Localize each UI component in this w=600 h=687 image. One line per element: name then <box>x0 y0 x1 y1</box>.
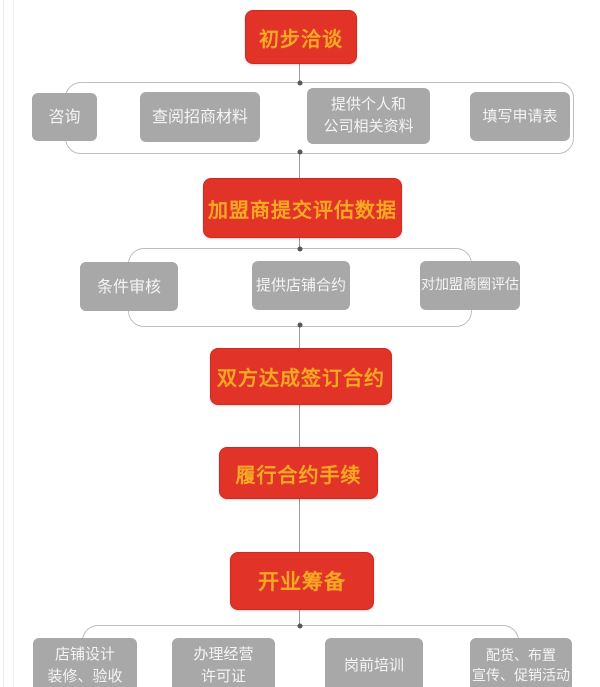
junction-dot <box>297 246 303 252</box>
node-provide-info: 提供个人和 公司相关资料 <box>307 88 430 144</box>
junction-dot <box>297 149 303 155</box>
junction-dot <box>297 623 303 629</box>
node-condition-review: 条件审核 <box>80 262 178 311</box>
node-store-design: 店铺设计 装修、验收 <box>33 638 137 687</box>
node-store-contract: 提供店铺合约 <box>252 261 350 310</box>
connector-line <box>299 608 300 625</box>
connector-line <box>299 325 300 348</box>
node-sign-contract: 双方达成签订合约 <box>210 348 392 405</box>
node-opening-preparation: 开业筹备 <box>230 552 374 610</box>
node-application-form: 填写申请表 <box>470 92 570 141</box>
junction-dot <box>297 322 303 328</box>
node-business-license: 办理经营 许可证 <box>172 638 275 687</box>
node-pre-job-training: 岗前培训 <box>325 638 423 687</box>
connector-line <box>299 236 300 248</box>
page-edge-line <box>3 0 4 687</box>
connector-line <box>299 497 300 552</box>
row3-loop-outline <box>82 625 519 687</box>
connector-line <box>299 62 300 83</box>
node-submit-evaluation: 加盟商提交评估数据 <box>203 178 402 238</box>
node-initial-talk: 初步洽谈 <box>245 10 357 64</box>
connector-line <box>299 152 300 178</box>
node-review-materials: 查阅招商材料 <box>140 92 260 142</box>
junction-dot <box>297 80 303 86</box>
node-consult: 咨询 <box>32 93 97 141</box>
page-edge-line <box>13 0 14 687</box>
node-fulfill-contract: 履行合约手续 <box>219 447 378 499</box>
node-district-evaluation: 对加盟商圈评估 <box>420 261 520 310</box>
connector-line <box>299 403 300 447</box>
node-distribution-promotion: 配货、布置 宣传、促销活动 <box>470 638 572 687</box>
